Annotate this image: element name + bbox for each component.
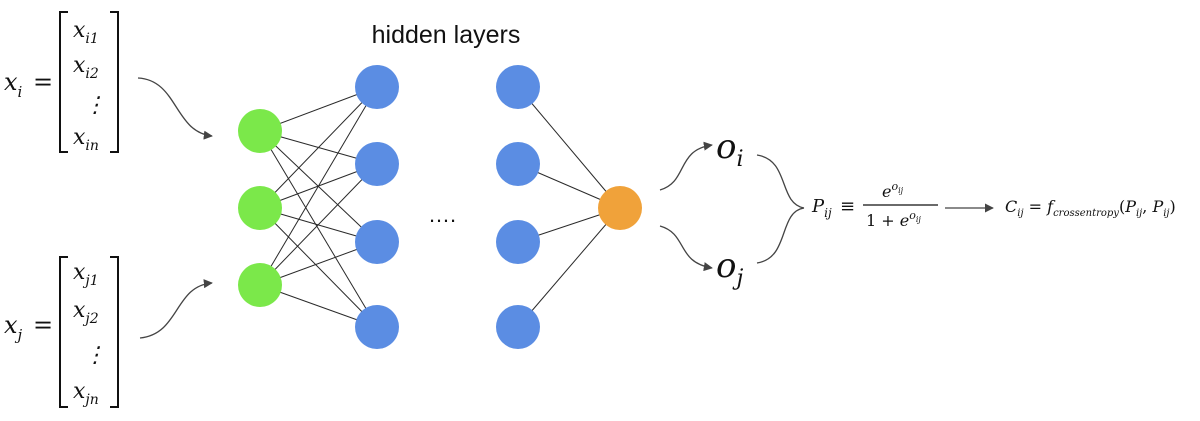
- input-node-3: [238, 263, 282, 307]
- vector-i-right-bracket: [110, 11, 119, 153]
- prob-equiv: ≡: [840, 196, 855, 217]
- arrow-vector-j-to-input: [139, 279, 213, 339]
- edge-input-2-hidden1-1: [259, 86, 378, 209]
- hidden-layer-1-node-2: [355, 142, 399, 186]
- hidden-layer-1-node-4: [355, 305, 399, 349]
- cost-formula: Cij = fcrossentropy(Pij, Pij): [1005, 197, 1176, 219]
- vector-i-entry-1: xi1: [73, 18, 99, 47]
- edge-input-3-hidden1-1: [259, 86, 378, 286]
- input-node-1: [238, 109, 282, 153]
- output-o-j: oj: [716, 246, 743, 291]
- edge-input-2-hidden1-4: [259, 207, 378, 328]
- merge-curve-from-o-j: [756, 207, 805, 264]
- input-node-2: [238, 186, 282, 230]
- arrow-vector-i-to-input: [137, 77, 213, 140]
- edge-hidden2-1-output: [517, 86, 621, 209]
- vector-j-entry-2: xj2: [73, 298, 99, 327]
- input-vector-i: xi = xi1 xi2 ⋮ xin: [4, 11, 119, 154]
- output-node: [598, 186, 642, 230]
- vector-j-entry-1: xj1: [73, 260, 99, 289]
- vector-j-left-bracket: [59, 256, 68, 408]
- vector-j-entry-n: xjn: [73, 379, 99, 408]
- vector-i-vdots: ⋮: [84, 93, 106, 118]
- edge-input-1-hidden1-4: [259, 130, 378, 328]
- hidden-layer-last-node-4: [496, 305, 540, 349]
- vector-j-equals: =: [33, 311, 53, 339]
- hidden-layer-last-node-1: [496, 65, 540, 109]
- network-nodes: [238, 65, 642, 349]
- edge-input-3-hidden1-2: [259, 163, 378, 286]
- vector-i-lhs: xi: [4, 68, 23, 101]
- vector-i-equals: =: [33, 68, 53, 96]
- arrow-to-output-i: [659, 141, 713, 191]
- input-vector-j: xj = xj1 xj2 ⋮ xjn: [4, 256, 119, 408]
- vector-j-right-bracket: [110, 256, 119, 408]
- hidden-layers-title: hidden layers: [372, 21, 521, 49]
- edge-hidden2-4-output: [517, 207, 621, 328]
- prob-numerator: eoij: [882, 180, 904, 201]
- vector-j-vdots: ⋮: [84, 343, 106, 368]
- arrow-to-output-j: [659, 225, 713, 272]
- hidden-layer-1-node-3: [355, 220, 399, 264]
- vector-i-left-bracket: [59, 11, 68, 153]
- merge-curve-from-o-i: [756, 154, 805, 209]
- hidden-layer-1-node-1: [355, 65, 399, 109]
- prob-lhs: Pij: [811, 196, 832, 220]
- hidden-layer-last-node-2: [496, 142, 540, 186]
- vector-i-entry-2: xi2: [73, 53, 99, 82]
- vector-j-lhs: xj: [4, 311, 23, 344]
- output-o-i: oi: [716, 127, 744, 172]
- prob-denominator: 1 + eoij: [866, 209, 921, 230]
- probability-formula: Pij ≡ eoij 1 + eoij: [811, 180, 938, 230]
- hidden-layer-last-node-3: [496, 220, 540, 264]
- vector-i-entry-n: xin: [73, 125, 99, 154]
- hidden-layers-ellipsis: ….: [428, 202, 456, 227]
